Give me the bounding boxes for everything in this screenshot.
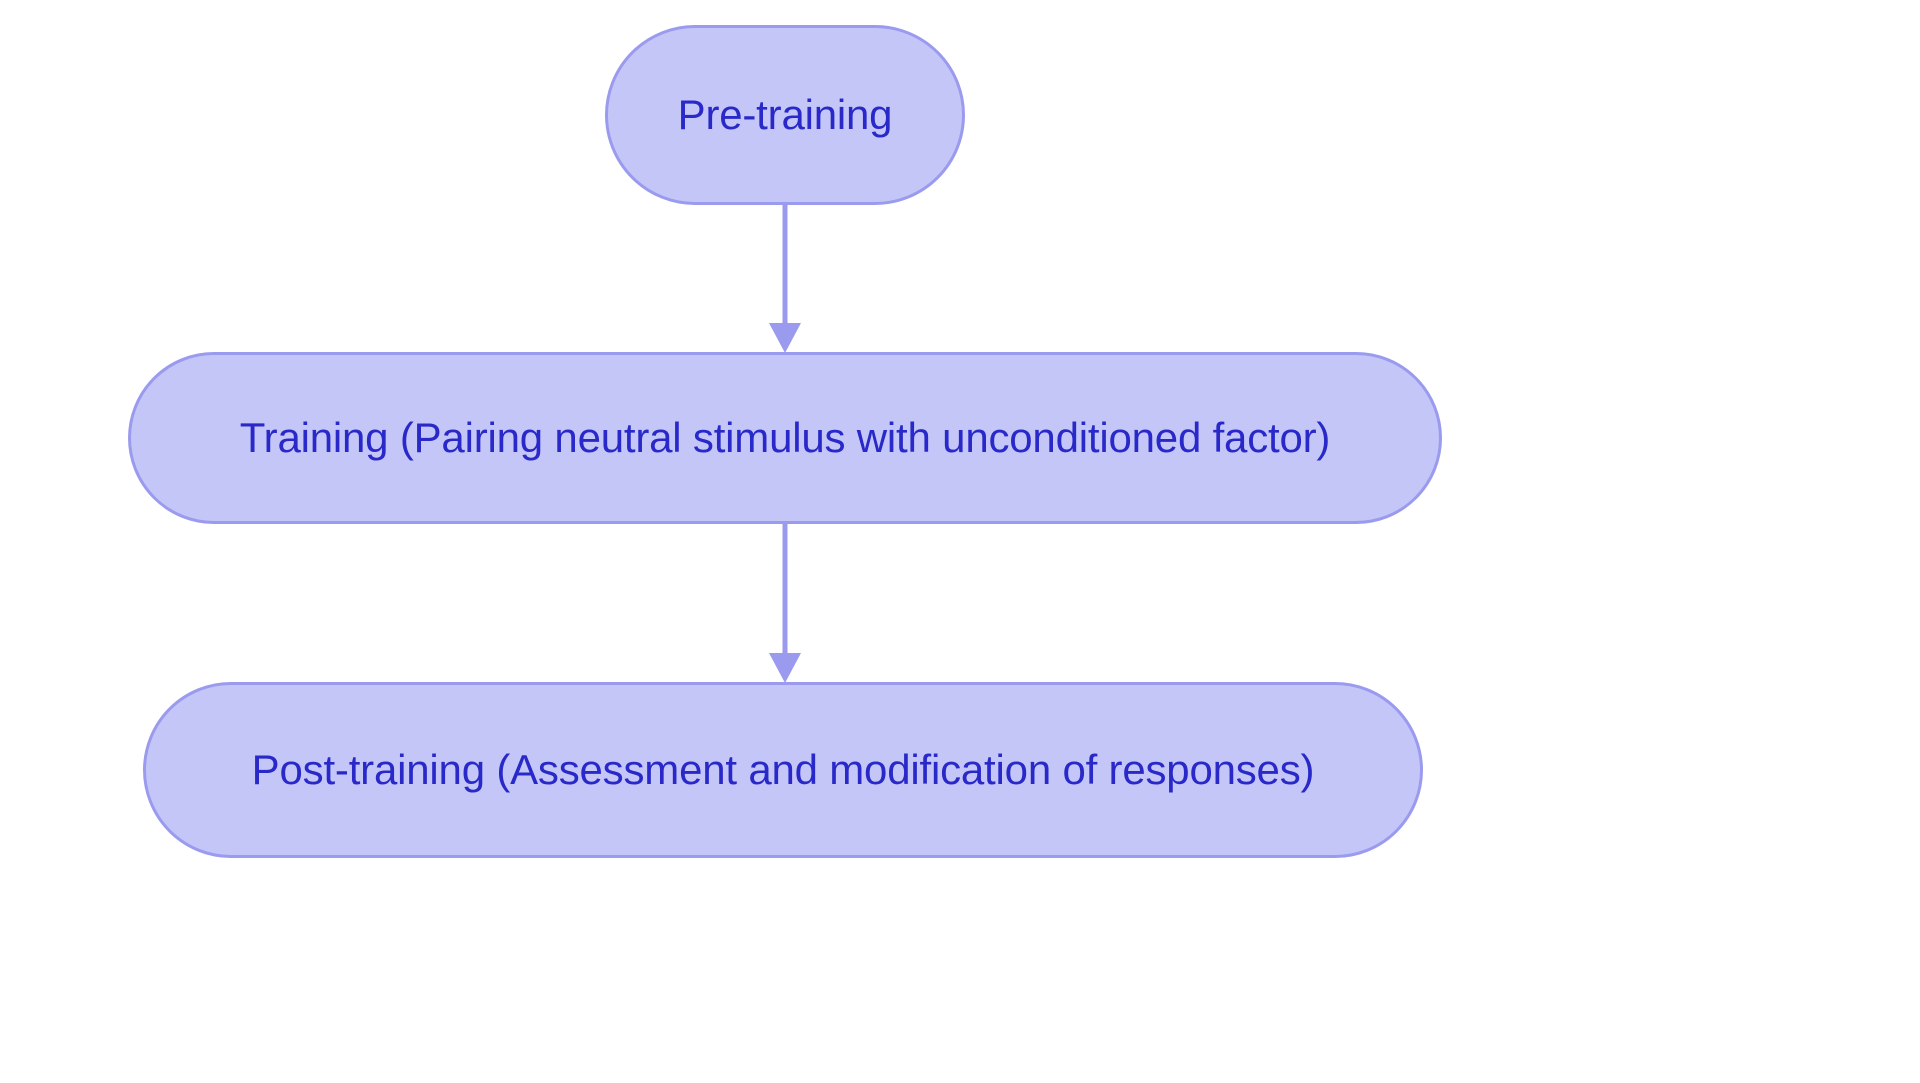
- flowchart-node-post-training[interactable]: Post-training (Assessment and modificati…: [143, 682, 1423, 858]
- flowchart-node-training[interactable]: Training (Pairing neutral stimulus with …: [128, 352, 1442, 524]
- flowchart-edge-training-to-post: [761, 521, 809, 685]
- flowchart-node-label: Training (Pairing neutral stimulus with …: [239, 414, 1331, 461]
- edge-line: [782, 203, 788, 325]
- flowchart-node-pre-training[interactable]: Pre-training: [605, 25, 965, 205]
- flowchart-node-label: Post-training (Assessment and modificati…: [251, 746, 1315, 793]
- down-arrow-icon: [769, 653, 801, 683]
- flowchart-node-label: Pre-training: [677, 91, 893, 138]
- down-arrow-icon: [769, 323, 801, 353]
- edge-line: [782, 521, 788, 655]
- flowchart-edge-pre-to-training: [761, 203, 809, 355]
